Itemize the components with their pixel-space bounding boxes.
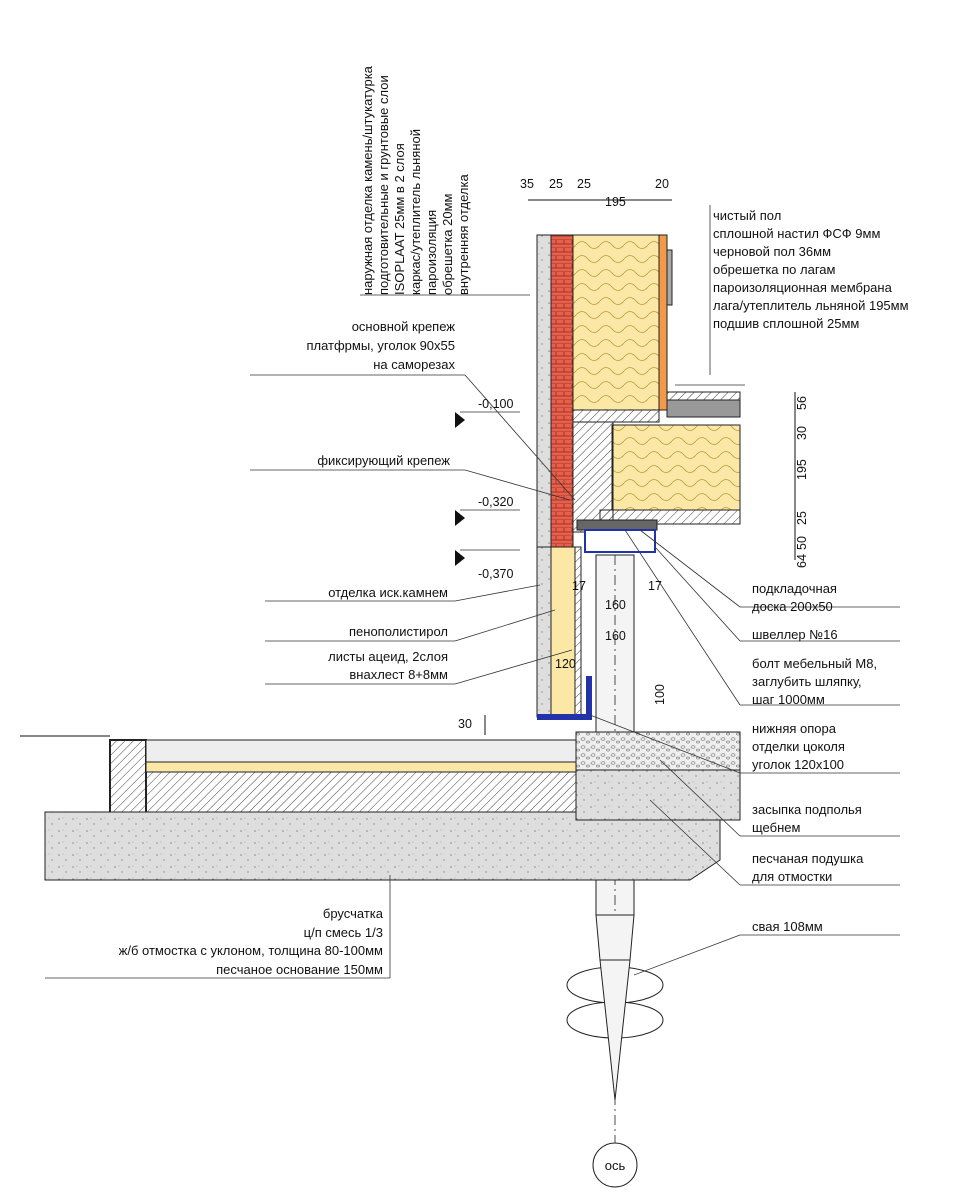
svg-text:17: 17 [572,579,586,593]
svg-text:сплошной настил ФСФ 9мм: сплошной настил ФСФ 9мм [713,226,880,241]
svg-text:пароизоляционная мембрана: пароизоляционная мембрана [713,280,893,295]
svg-text:заглубить шляпку,: заглубить шляпку, [752,674,862,689]
svg-text:подшив сплошной 25мм: подшив сплошной 25мм [713,316,859,331]
blind-area-labels: брусчатка ц/п смесь 1/3 ж/б отмостка с у… [119,906,384,977]
svg-text:25: 25 [549,177,563,191]
svg-text:195: 195 [605,195,626,209]
svg-text:каркас/утеплитель льняной: каркас/утеплитель льняной [408,129,423,295]
svg-text:швеллер №16: швеллер №16 [752,627,838,642]
svg-text:песчаная подушка: песчаная подушка [752,851,864,866]
svg-text:подготовительные и грунтовые с: подготовительные и грунтовые слои [376,75,391,295]
svg-text:отделки цоколя: отделки цоколя [752,739,845,754]
svg-text:-0,370: -0,370 [478,567,513,581]
svg-text:наружная отделка камень/штукат: наружная отделка камень/штукатурка [360,65,375,295]
svg-text:внутренняя отделка: внутренняя отделка [456,174,471,295]
axis-label: ось [605,1158,626,1173]
svg-text:пароизоляция: пароизоляция [424,210,439,295]
svg-text:17: 17 [648,579,662,593]
svg-text:50: 50 [795,536,809,550]
level-markers [455,411,520,566]
left-labels: основной крепеж платфрмы, уголок 90х55 н… [306,319,455,682]
svg-text:фиксирующий крепеж: фиксирующий крепеж [317,453,450,468]
leader-lines [45,205,900,979]
svg-text:внахлест 8+8мм: внахлест 8+8мм [349,667,448,682]
svg-text:отделка иск.камнем: отделка иск.камнем [328,585,448,600]
svg-text:-0,320: -0,320 [478,495,513,509]
svg-text:35: 35 [520,177,534,191]
svg-text:195: 195 [795,459,809,480]
svg-text:ж/б отмостка с уклоном, толщин: ж/б отмостка с уклоном, толщина 80-100мм [119,943,383,958]
svg-text:25: 25 [795,511,809,525]
svg-text:листы ацеид, 2слоя: листы ацеид, 2слоя [328,649,448,664]
svg-text:подкладочная: подкладочная [752,581,837,596]
floor-section [572,391,741,553]
svg-text:болт мебельный М8,: болт мебельный М8, [752,656,877,671]
svg-text:для отмостки: для отмостки [752,869,832,884]
level-labels: -0,100 -0,320 -0,370 [478,397,513,581]
svg-text:черновой пол 36мм: черновой пол 36мм [713,244,831,259]
top-dimensions: 35 25 25 195 20 [520,177,669,209]
dimension-lines [484,199,796,735]
svg-text:30: 30 [795,426,809,440]
svg-text:ISOPLAAT 25мм в 2 слоя: ISOPLAAT 25мм в 2 слоя [392,143,407,295]
svg-text:щебнем: щебнем [752,820,800,835]
svg-text:песчаное основание 150мм: песчаное основание 150мм [216,962,383,977]
plinth-section [536,546,592,720]
svg-text:-0,100: -0,100 [478,397,513,411]
svg-text:30: 30 [458,717,472,731]
svg-text:шаг 1000мм: шаг 1000мм [752,692,825,707]
svg-text:160: 160 [605,598,626,612]
svg-text:пенополистирол: пенополистирол [349,624,448,639]
svg-text:64: 64 [795,554,809,568]
svg-text:чистый пол: чистый пол [713,208,781,223]
svg-text:платфрмы, уголок 90х55: платфрмы, уголок 90х55 [306,338,455,353]
svg-text:120: 120 [555,657,576,671]
svg-text:лага/утеплитель льняной 195мм: лага/утеплитель льняной 195мм [713,298,909,313]
floor-layer-labels: чистый пол сплошной настил ФСФ 9мм черно… [713,208,909,331]
right-dimensions: 56 30 195 25 50 64 [795,396,809,568]
svg-text:на саморезах: на саморезах [373,357,455,372]
svg-text:доска 200х50: доска 200х50 [752,599,833,614]
svg-text:засыпка подполья: засыпка подполья [752,802,862,817]
wall-section [536,234,673,548]
wall-layer-labels: наружная отделка камень/штукатурка подго… [360,65,471,295]
svg-text:100: 100 [653,684,667,705]
plinth-dimensions: 17 17 160 160 120 100 30 [458,579,667,731]
svg-text:брусчатка: брусчатка [323,906,384,921]
svg-text:25: 25 [577,177,591,191]
svg-text:20: 20 [655,177,669,191]
right-labels: подкладочная доска 200х50 швеллер №16 бо… [752,581,877,934]
svg-text:обрешетка 20мм: обрешетка 20мм [440,193,455,295]
svg-text:обрешетка по лагам: обрешетка по лагам [713,262,836,277]
svg-text:56: 56 [795,396,809,410]
svg-text:ц/п смесь 1/3: ц/п смесь 1/3 [304,925,383,940]
svg-text:свая 108мм: свая 108мм [752,919,823,934]
svg-text:уголок 120х100: уголок 120х100 [752,757,844,772]
svg-text:нижняя опора: нижняя опора [752,721,837,736]
ground-section [20,731,741,881]
svg-text:основной крепеж: основной крепеж [352,319,456,334]
svg-text:160: 160 [605,629,626,643]
